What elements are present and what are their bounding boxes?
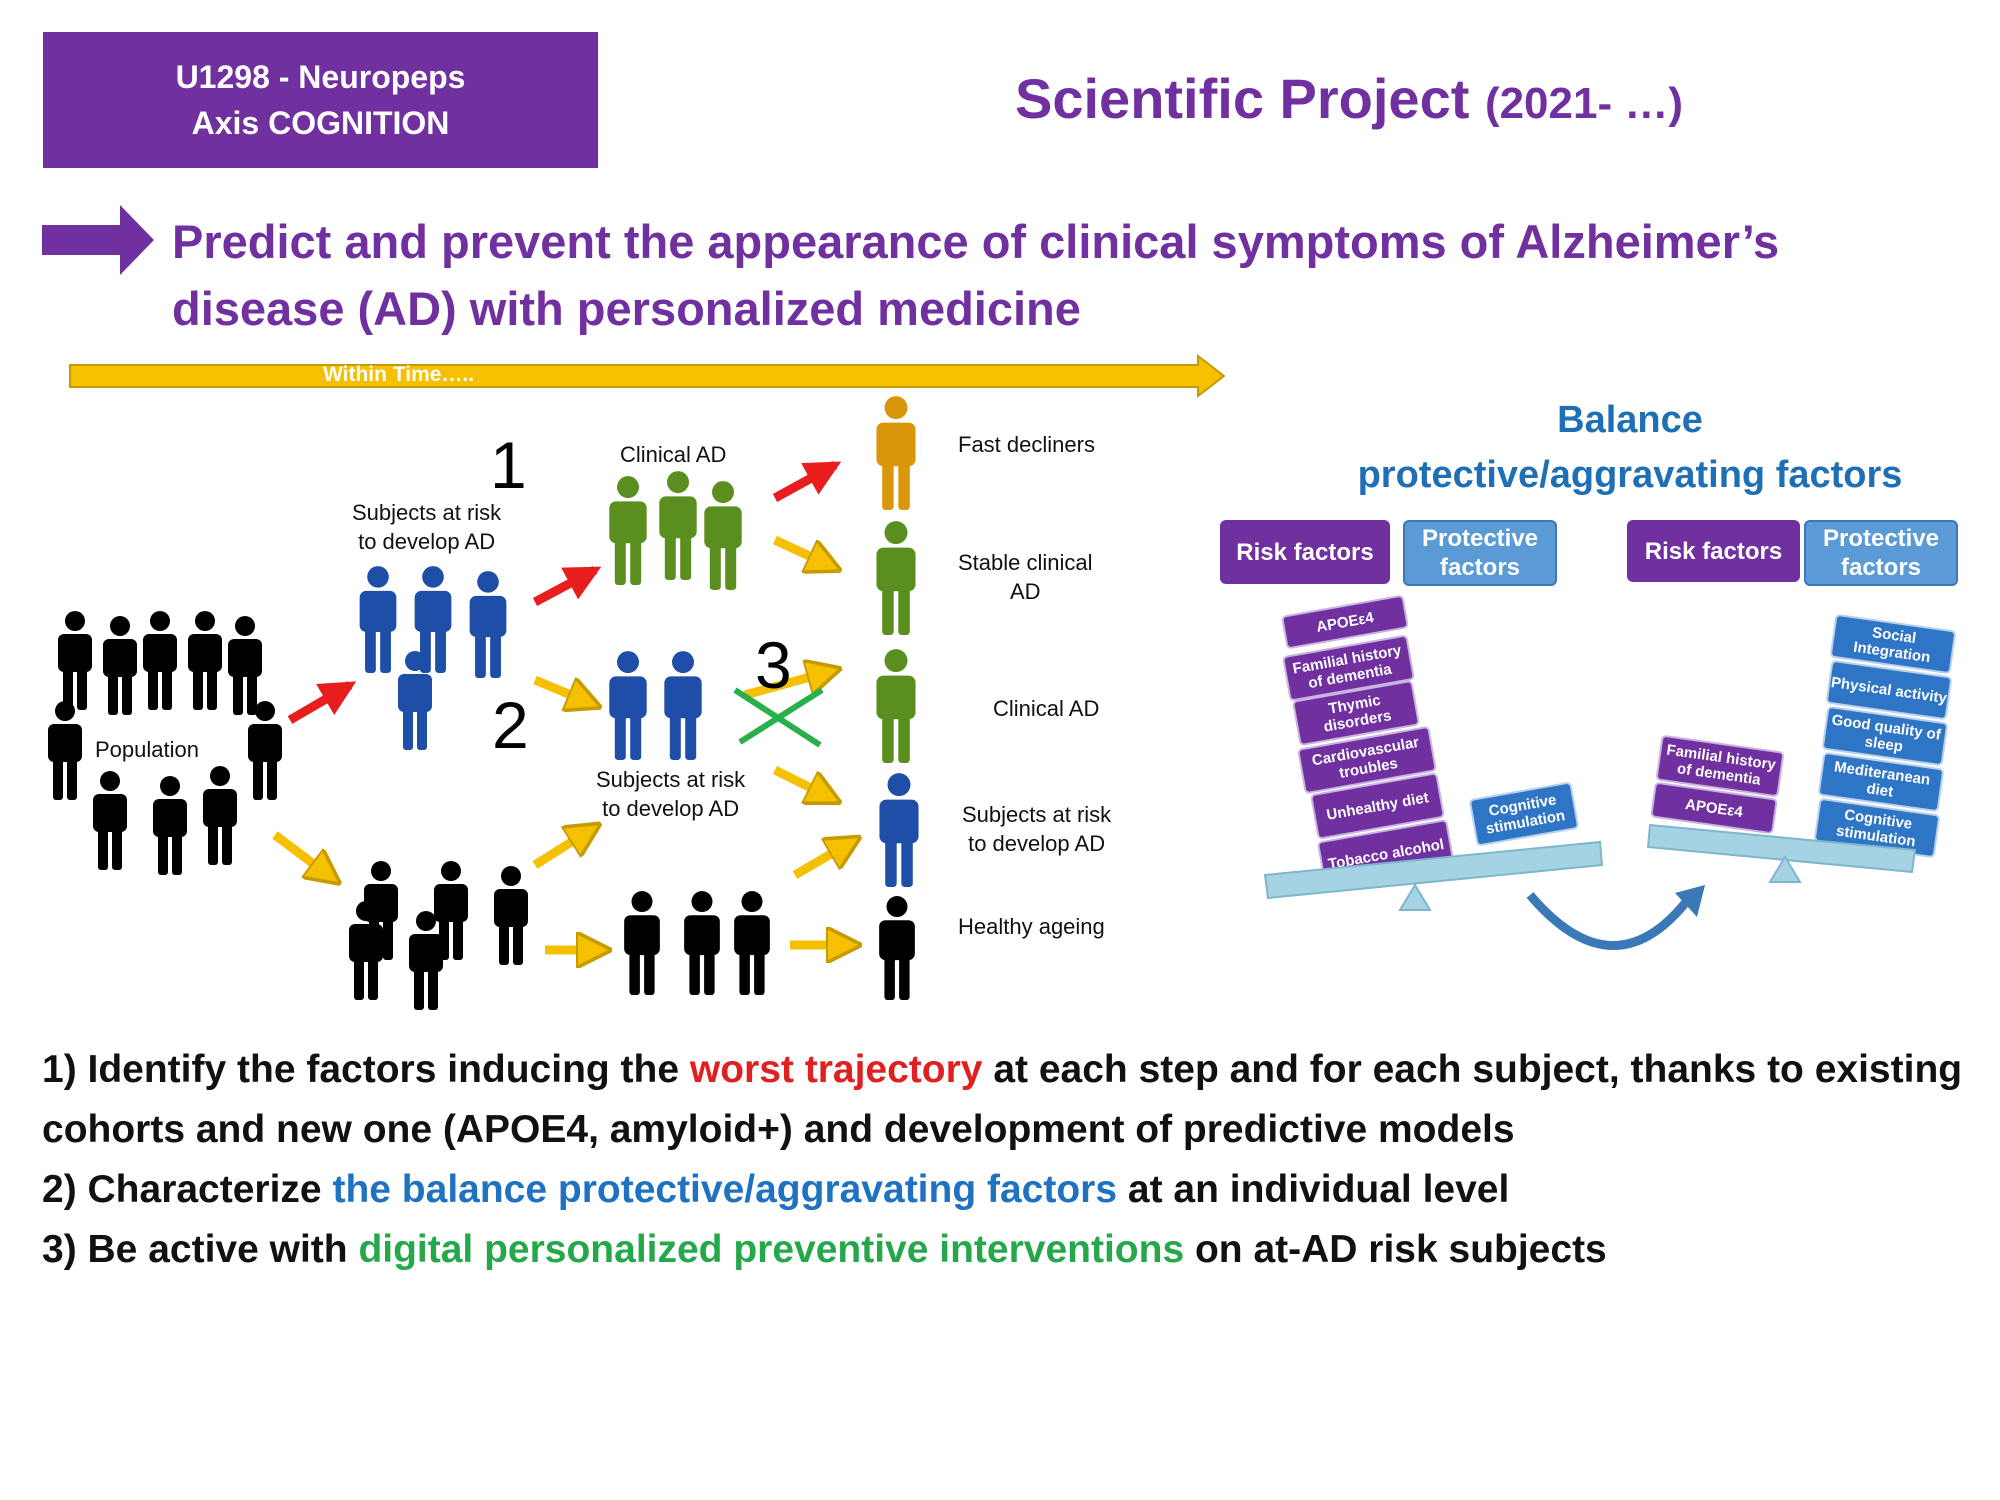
title-text: Scientific Project (1015, 67, 1470, 130)
objective-3-end: on at-AD risk subjects (1184, 1228, 1607, 1271)
arrow-right-icon (42, 205, 154, 275)
outcome-clinical: Clinical AD (993, 696, 1100, 721)
outcome-fast: Fast decliners (958, 432, 1095, 457)
balance-title-line1: Balance (1557, 399, 1703, 441)
outcome-stable-line2: AD (1009, 579, 1041, 604)
clinical-ad-person (876, 649, 916, 763)
at-risk-label-2: Subjects at risk to develop AD (596, 765, 745, 823)
aim-statement: Predict and prevent the appearance of cl… (172, 215, 1780, 335)
timeline-label: Within Time….. (323, 363, 475, 386)
unit-name: U1298 - Neuropeps (175, 59, 466, 95)
objective-2-highlight: the balance protective/aggravating facto… (332, 1168, 1118, 1211)
at-risk-group-1 (359, 566, 507, 750)
objective-1: 1) Identify the factors inducing the wor… (42, 1040, 1982, 1160)
right-protective-header: Protective factors (1804, 520, 1958, 586)
right-scale-beam (1646, 823, 1917, 883)
healthy-group-2 (624, 891, 770, 995)
timeline-arrow-icon (69, 354, 1226, 399)
objective-2-start: 2) Characterize (42, 1168, 333, 1211)
objective-3-highlight: digital personalized preventive interven… (358, 1228, 1185, 1271)
balance-title: Balance protective/aggravating factors (1300, 393, 1960, 503)
objective-3-start: 3) Be active with (42, 1228, 359, 1271)
clinical-ad-label: Clinical AD (620, 442, 727, 467)
trajectory-arrows (272, 461, 855, 950)
at-risk-label-1-line2: to develop AD (358, 529, 496, 554)
title-years: (2021- …) (1484, 79, 1684, 128)
transition-arrow-icon (1526, 885, 1705, 950)
step-3-number: 3 (755, 628, 792, 702)
healthy-group-1 (349, 861, 528, 1010)
right-risk-header: Risk factors (1627, 520, 1800, 582)
outcome-at-risk-line2: to develop AD (968, 831, 1106, 856)
at-risk-label-1-line1: Subjects at risk (352, 500, 502, 525)
page-title: Scientific Project (2021- …) (1015, 66, 1683, 131)
balance-title-line2: protective/aggravating factors (1357, 454, 1903, 496)
at-risk-label-1: Subjects at risk to develop AD (352, 498, 501, 556)
left-scale-beam (1263, 840, 1604, 911)
fast-decliner-person (876, 396, 916, 510)
left-scale: APOEε4 Familial history of dementia Thym… (1240, 590, 1640, 920)
step-1-number: 1 (490, 428, 527, 502)
left-risk-header: Risk factors (1220, 520, 1390, 584)
objective-2-end: at an individual level (1117, 1168, 1510, 1211)
outcome-at-risk: Subjects at risk to develop AD (962, 800, 1111, 858)
outcome-at-risk-line1: Subjects at risk (962, 802, 1112, 827)
trajectory-diagram (48, 396, 919, 1010)
cross-icon (733, 687, 824, 748)
clinical-ad-group (609, 471, 742, 590)
unit-badge: U1298 - Neuropeps Axis COGNITION (43, 32, 598, 168)
outcome-stable: Stable clinical AD (958, 548, 1093, 606)
objective-1-end: at each step and for each subject, thank… (42, 1048, 1963, 1151)
right-scale: Familial history of dementia APOEε4 Soci… (1640, 600, 1960, 900)
population-label: Population (95, 737, 199, 762)
outcome-healthy: Healthy ageing (958, 914, 1105, 939)
axis-name: Axis COGNITION (191, 105, 450, 141)
left-protective-header: Protective factors (1403, 520, 1557, 586)
objective-3: 3) Be active with digital personalized p… (42, 1220, 1982, 1280)
step-2-number: 2 (492, 688, 529, 762)
at-risk-label-2-line1: Subjects at risk (596, 767, 746, 792)
healthy-person (879, 896, 915, 1000)
objective-2: 2) Characterize the balance protective/a… (42, 1160, 1982, 1220)
stable-clinical-person (876, 521, 916, 635)
objective-1-highlight: worst trajectory (689, 1048, 983, 1091)
objective-1-start: 1) Identify the factors inducing the (42, 1048, 690, 1091)
at-risk-group-2 (609, 651, 702, 760)
objectives-list: 1) Identify the factors inducing the wor… (42, 1040, 1982, 1280)
at-risk-person (879, 773, 919, 887)
outcome-stable-line1: Stable clinical (958, 550, 1093, 575)
at-risk-label-2-line2: to develop AD (602, 796, 740, 821)
